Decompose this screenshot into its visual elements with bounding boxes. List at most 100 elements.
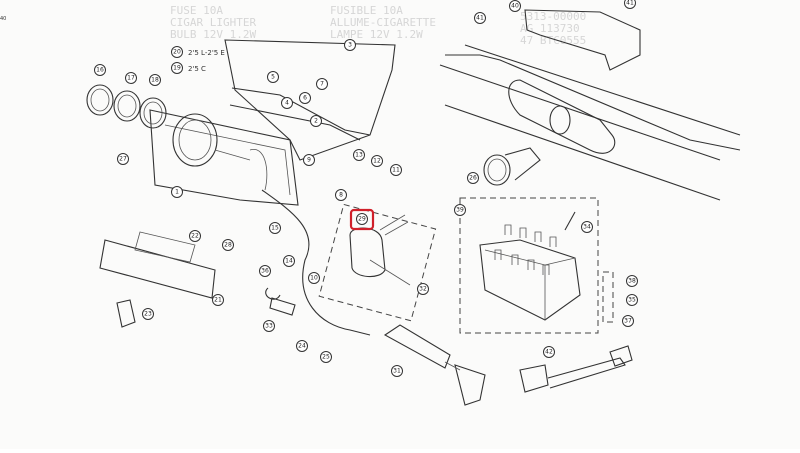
callout-12: 12	[371, 155, 383, 167]
bleed-through-line: CIGAR LIGHTER	[170, 16, 256, 29]
callout-circle	[626, 275, 638, 287]
bulb-holder	[269, 297, 296, 316]
callout-41: 41	[474, 12, 486, 24]
callout-24: 24	[296, 340, 308, 352]
callout-circle	[316, 78, 328, 90]
callout-32: 32	[417, 283, 429, 295]
bleed-through-line: BULB 12V 1.2W	[170, 28, 256, 41]
callout-circle	[117, 153, 129, 165]
callout-circle	[283, 255, 295, 267]
callout-number: 11	[392, 167, 400, 174]
callout-number: 28	[224, 242, 232, 249]
instrument-housing	[149, 39, 396, 206]
callout-circle	[263, 320, 275, 332]
callout-number: 29	[358, 216, 366, 223]
callout-22: 22	[189, 230, 201, 242]
callout-circle	[281, 97, 293, 109]
speedometer-cable	[261, 189, 371, 336]
callout-7: 7	[316, 78, 328, 90]
callout-20: 20	[171, 46, 183, 58]
callout-37: 37	[622, 315, 634, 327]
callout-25: 25	[320, 351, 332, 363]
callout-circle	[509, 0, 521, 12]
callout-27: 27	[117, 153, 129, 165]
callout-number: 32	[419, 286, 427, 293]
callout-35: 35	[626, 294, 638, 306]
callout-number: 35	[628, 297, 636, 304]
callout-circle	[391, 365, 403, 377]
callout-28: 28	[222, 239, 234, 251]
callout-number: 3	[348, 42, 352, 49]
callout-number: 2	[314, 118, 318, 125]
fuse-box-group	[459, 197, 599, 334]
callout-number: 9	[307, 157, 311, 164]
callout-circle	[344, 39, 356, 51]
callout-number: 27	[119, 156, 127, 163]
callout-circle	[622, 315, 634, 327]
note-19: 2'5 C	[188, 65, 206, 73]
callout-number: 5	[271, 74, 275, 81]
callout-circle	[543, 346, 555, 358]
callout-circle	[320, 351, 332, 363]
bleed-through-line: 5313-00000	[520, 10, 586, 23]
callout-number: 39	[456, 207, 464, 214]
edge-mark: 40	[0, 16, 6, 22]
callout-number: 37	[624, 318, 632, 325]
callout-circle	[269, 222, 281, 234]
callout-circle	[303, 154, 315, 166]
callout-circle	[626, 294, 638, 306]
callout-number: 33	[265, 323, 273, 330]
callout-13: 13	[353, 149, 365, 161]
callout-number: 41	[476, 15, 484, 22]
callout-1: 1	[171, 186, 183, 198]
bleed-through-line: 47 BTC0555	[520, 34, 586, 47]
callout-number: 24	[298, 343, 306, 350]
callout-10: 10	[308, 272, 320, 284]
callout-33: 33	[263, 320, 275, 332]
callout-14: 14	[283, 255, 295, 267]
callout-11: 11	[390, 164, 402, 176]
callout-number: 1	[175, 189, 179, 196]
highlight-box	[349, 208, 375, 231]
callout-number: 38	[628, 278, 636, 285]
callout-circle	[149, 74, 161, 86]
callout-number: 6	[303, 95, 307, 102]
callout-number: 10	[310, 275, 318, 282]
callout-number: 7	[320, 81, 324, 88]
callout-number: 19	[173, 65, 181, 72]
bleed-through-line: AG 113730	[520, 22, 580, 35]
callout-circle	[267, 71, 279, 83]
callout-19: 19	[171, 62, 183, 74]
callout-number: 14	[285, 258, 293, 265]
callout-number: 20	[173, 49, 181, 56]
callout-number: 4	[285, 100, 289, 107]
callout-15: 15	[269, 222, 281, 234]
callout-circle	[222, 239, 234, 251]
callout-40: 40	[509, 0, 521, 12]
callout-circle	[371, 155, 383, 167]
gauges	[86, 84, 268, 191]
callout-circle	[142, 308, 154, 320]
note-20: 2'5 L-2'5 E	[188, 49, 225, 57]
fuse-hardware-group	[602, 271, 614, 323]
callout-39: 39	[454, 204, 466, 216]
callout-circle	[356, 213, 368, 225]
rocker-switch	[116, 299, 136, 328]
callout-21: 21	[212, 294, 224, 306]
callout-number: 31	[393, 368, 401, 375]
callout-41: 41	[624, 0, 636, 9]
callout-circle	[171, 46, 183, 58]
callout-circle	[581, 221, 593, 233]
callout-circle	[171, 186, 183, 198]
callout-34: 34	[581, 221, 593, 233]
callout-circle	[353, 149, 365, 161]
callout-3: 3	[344, 39, 356, 51]
callout-42: 42	[543, 346, 555, 358]
callout-circle	[171, 62, 183, 74]
bleed-through-line: LAMPE 12V 1.2W	[330, 28, 423, 41]
callout-number: 41	[626, 0, 634, 7]
bleed-through-line: FUSIBLE 10A	[330, 4, 403, 17]
